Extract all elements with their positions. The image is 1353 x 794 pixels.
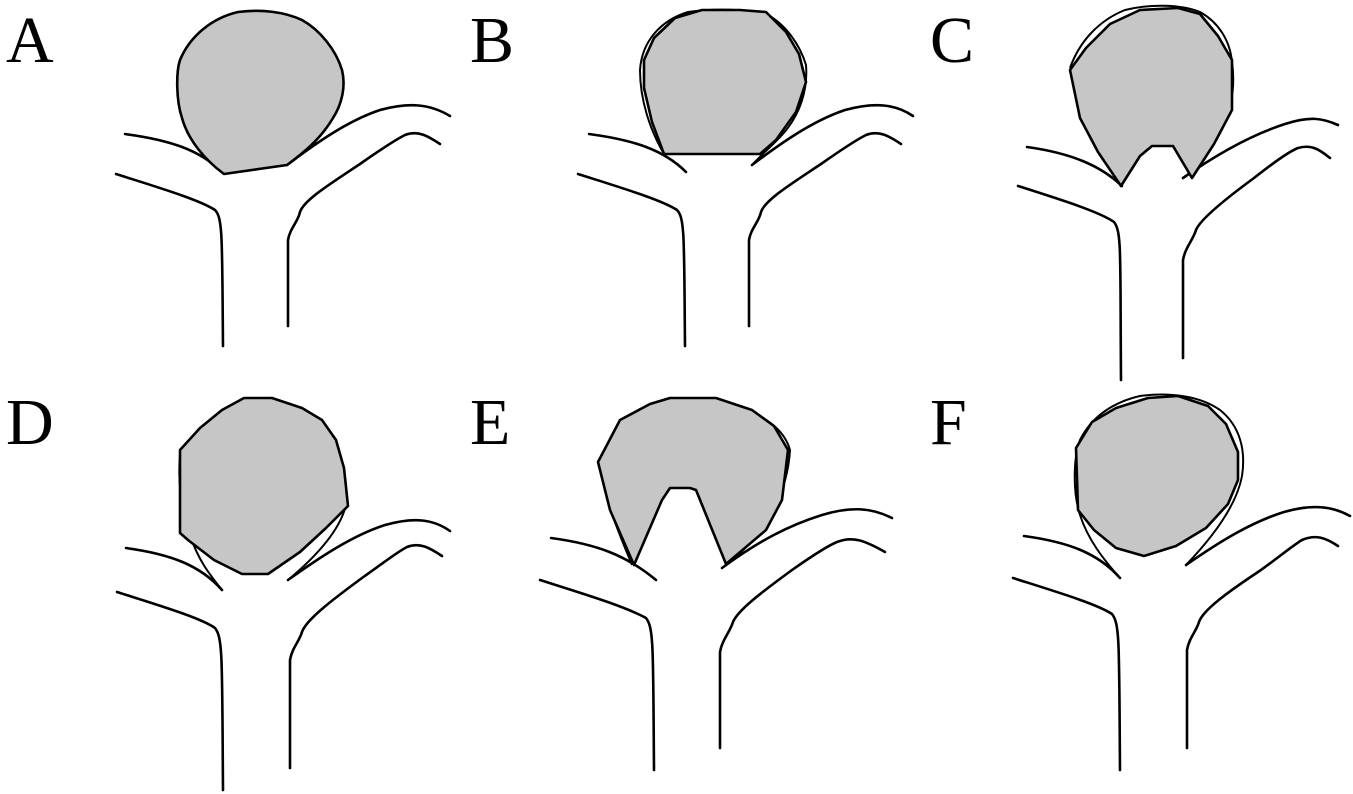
aneurysm-sac [598,398,788,565]
panel-label-e: E [470,386,510,459]
panel-a: A [6,4,450,346]
vessel-lower-left [540,580,654,770]
panel-e: E [470,386,892,770]
aneurysm-sac [644,10,806,154]
vessel-lower-right [1187,537,1338,748]
vessel-lower-right [290,545,442,768]
vessel-lower-left [117,592,223,790]
panel-label-b: B [470,4,514,77]
vessel-lower-right [1183,147,1330,358]
vessel-lower-left [116,174,223,346]
aneurysm-sac [1070,8,1232,186]
panel-label-f: F [930,386,967,459]
vessel-upper-left [1024,536,1120,578]
panel-b: B [470,4,913,346]
vessel-lower-right [288,133,440,326]
vessel-lower-right [720,539,885,748]
panel-f: F [930,386,1350,770]
aneurysm-sac [177,11,343,174]
panel-label-c: C [930,4,974,77]
panel-label-d: D [6,386,54,459]
panel-c: C [930,4,1338,380]
panel-label-a: A [6,4,54,77]
vessel-lower-left [1013,578,1120,770]
vessel-lower-left [578,174,685,346]
panel-d: D [6,386,450,790]
vessel-lower-left [1018,186,1121,380]
vessel-lower-right [749,133,901,326]
